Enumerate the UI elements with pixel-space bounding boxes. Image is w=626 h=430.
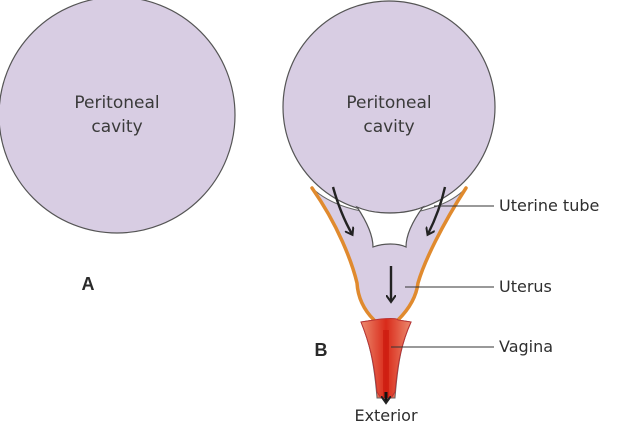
cavity-label-a-line1: Peritoneal bbox=[74, 93, 159, 113]
panel-a: Peritoneal cavity A bbox=[0, 0, 235, 294]
panel-label-b: B bbox=[315, 340, 328, 360]
cavity-label-a-line2: cavity bbox=[91, 117, 142, 137]
cavity-label-b-line1: Peritoneal bbox=[346, 93, 431, 113]
callout-uterus: Uterus bbox=[499, 277, 552, 296]
cavity-label-b-line2: cavity bbox=[363, 117, 414, 137]
callout-vagina: Vagina bbox=[499, 337, 553, 356]
callout-uterine-tube: Uterine tube bbox=[499, 196, 599, 215]
panel-b: Peritoneal cavity Uterine tube Uterus Va… bbox=[283, 1, 599, 425]
callout-exterior: Exterior bbox=[354, 406, 418, 425]
panel-label-a: A bbox=[82, 274, 95, 294]
